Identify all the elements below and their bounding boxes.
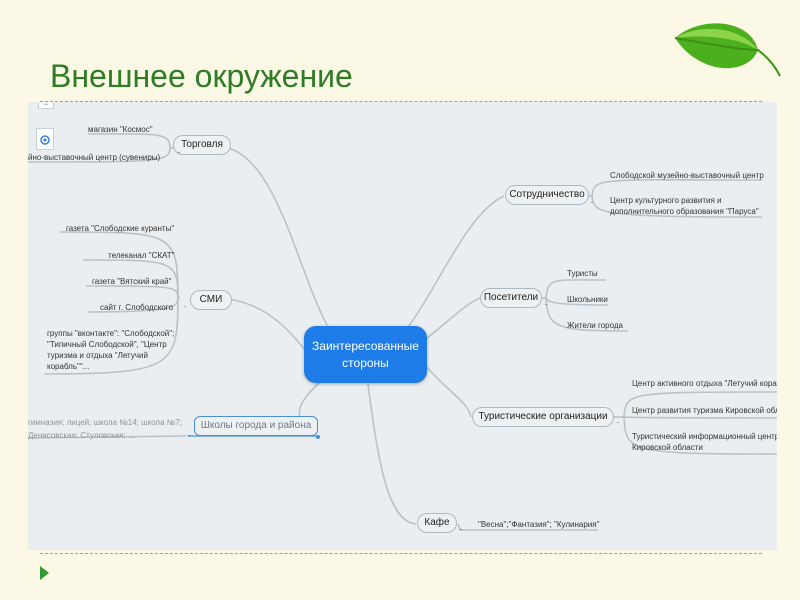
sotrudnichestvo-item-3: дополнительного образования "Паруса" <box>610 207 759 216</box>
target-icon <box>40 135 50 145</box>
node-posetiteli[interactable]: Посетители <box>480 288 542 308</box>
node-shkoly-label: Школы города и района <box>200 420 312 431</box>
node-smi[interactable]: СМИ <box>190 290 232 310</box>
turorg-item-2: Центр развития туризма Кировской обла <box>632 406 777 415</box>
smi-item-7: туризма и отдыха "Летучий <box>47 351 148 360</box>
central-node-label: Заинтересованные стороны <box>312 338 419 370</box>
node-torgovlya[interactable]: Торговля <box>173 135 231 155</box>
smi-item-5: группы "вконтакте": "Слободской"; <box>47 329 175 338</box>
node-shkoly[interactable]: Школы города и района <box>194 416 318 436</box>
smi-item-1: газета "Слободские куранты" <box>66 224 175 233</box>
node-torgovlya-label: Торговля <box>181 139 223 150</box>
bottom-divider <box>40 553 762 554</box>
smi-item-2: телеканал "СКАТ" <box>108 251 175 260</box>
shkoly-item-1: гимназия; лицей; школа №14; школа №7; <box>28 418 182 427</box>
smi-item-3: газета "Вятский край" <box>92 277 172 286</box>
zoom-out-button[interactable]: − <box>38 102 54 109</box>
node-turorg-label: Туристические организации <box>478 411 608 422</box>
smi-item-8: корабль""... <box>47 362 90 371</box>
turorg-item-3: Туристический информационный центр <box>632 432 777 441</box>
sotrudnichestvo-item-2: Центр культурного развития и <box>610 196 722 205</box>
collapse-button-torgovlya[interactable]: − <box>177 150 181 156</box>
posetiteli-item-2: Школьники <box>567 295 608 304</box>
turorg-item-1: Центр активного отдыха "Летучий корабл <box>632 379 777 388</box>
collapse-button-sotrudnichestvo[interactable]: − <box>590 200 594 206</box>
torgovlya-item-1: магазин "Космос" <box>88 125 153 134</box>
collapse-button-shkoly[interactable]: − <box>187 433 191 439</box>
posetiteli-item-1: Туристы <box>567 269 598 278</box>
collapse-button-kafe[interactable]: − <box>459 527 463 533</box>
smi-item-6: "Типичный Слободской", "Центр <box>47 340 167 349</box>
top-divider <box>40 101 762 102</box>
turorg-item-4: Кировской области <box>632 443 703 452</box>
node-posetiteli-label: Посетители <box>483 292 539 303</box>
posetiteli-item-3: Жители города <box>567 321 624 330</box>
collapse-button-turorg[interactable]: − <box>616 420 620 426</box>
locate-button[interactable] <box>36 128 54 150</box>
leaf-icon <box>674 23 781 77</box>
torgovlya-item-2: йно-выставочный центр (сувениры) <box>28 153 161 162</box>
node-smi-label: СМИ <box>199 294 223 305</box>
node-kafe[interactable]: Кафе <box>417 513 457 533</box>
central-node[interactable]: Заинтересованные стороны <box>304 326 427 383</box>
mind-map-links <box>28 133 777 531</box>
node-turorg[interactable]: Туристические организации <box>472 407 614 427</box>
kafe-item-1: "Весна";"Фантазия"; "Кулинария" <box>478 520 600 529</box>
collapse-button-smi[interactable]: − <box>183 304 187 310</box>
shkoly-item-2: Денисовская; Стуловская; ... <box>28 431 135 440</box>
slide-title: Внешнее окружение <box>50 58 353 94</box>
smi-item-4: сайт г. Слободского <box>100 303 173 312</box>
next-arrow-icon[interactable] <box>40 566 49 580</box>
node-sotrudnichestvo-label: Сотрудничество <box>509 189 585 200</box>
collapse-button-posetiteli[interactable]: − <box>544 302 548 308</box>
sotrudnichestvo-item-1: Слободской музейно-выставочный центр <box>610 171 764 180</box>
node-sotrudnichestvo[interactable]: Сотрудничество <box>505 185 589 205</box>
mind-map-canvas[interactable]: − Заинтересованные стороны Торговля − ма… <box>28 102 777 550</box>
node-kafe-label: Кафе <box>424 517 450 528</box>
